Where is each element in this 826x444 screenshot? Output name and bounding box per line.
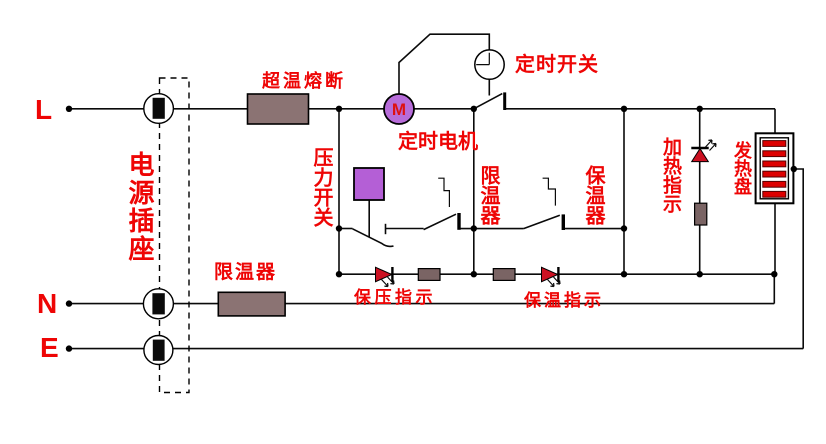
timer-switch-contact-bar bbox=[503, 92, 507, 110]
pressure-actuator bbox=[353, 167, 385, 201]
pressure-led-triangle bbox=[375, 266, 394, 283]
timer-linkage bbox=[398, 33, 491, 95]
live-pin-contact bbox=[152, 97, 165, 119]
temp-limiter-switch-label: 限温器 bbox=[477, 165, 499, 225]
heating-led-triangle bbox=[690, 147, 710, 163]
overtemp-fuse-body bbox=[246, 93, 310, 125]
terminal-neutral-label: N bbox=[37, 288, 58, 319]
warm-hold-indicator-label: 保温指示 bbox=[524, 291, 604, 310]
power-socket-label: 电源插座 bbox=[125, 151, 155, 263]
keeper-switch-blade bbox=[523, 214, 561, 230]
pressure-led-resistor bbox=[417, 268, 441, 282]
limiter-switch-contact-bar bbox=[457, 213, 461, 230]
warm-led-resistor bbox=[492, 268, 516, 282]
pressure-switch-label: 压力开关 bbox=[310, 147, 332, 227]
heating-plate-inner bbox=[759, 137, 790, 200]
heating-indicator-label: 加热指示 bbox=[660, 137, 681, 213]
heater-case-earth-link bbox=[793, 168, 804, 349]
temp-limiter-resistor-label: 限温器 bbox=[214, 262, 278, 283]
warm-keeper-switch-label: 保温器 bbox=[582, 165, 604, 225]
keeper-switch-contact-bar bbox=[561, 214, 565, 230]
warm-led-emission-arrows bbox=[547, 276, 561, 288]
heating-led-emission-arrows bbox=[705, 139, 717, 151]
heating-plate-label: 发热盘 bbox=[732, 141, 752, 195]
pressure-hold-indicator-label: 保压指示 bbox=[354, 288, 436, 307]
pressure-switch-blade bbox=[352, 228, 394, 248]
heating-led-resistor bbox=[693, 202, 708, 226]
limiter-switch-blade bbox=[423, 213, 457, 231]
timer-motor-circle bbox=[383, 93, 415, 125]
pressure-led-emission-arrows bbox=[381, 276, 395, 288]
timer-switch-label: 定时开关 bbox=[515, 54, 599, 76]
timer-motor-label: 定时电机 bbox=[398, 131, 478, 153]
terminal-earth-label: E bbox=[40, 332, 59, 363]
keeper-thermostat-hook bbox=[542, 177, 556, 206]
timer-switch-blade bbox=[473, 92, 503, 110]
terminal-live-label: L bbox=[35, 94, 53, 125]
warm-led-triangle bbox=[541, 266, 560, 283]
limiter-thermostat-hook bbox=[438, 177, 450, 207]
power-socket-outline bbox=[158, 77, 190, 394]
earth-pin-contact bbox=[152, 339, 165, 361]
timer-clock-hands bbox=[476, 52, 490, 66]
motor-m-label: M bbox=[391, 99, 407, 119]
junction-dots bbox=[65, 105, 797, 352]
heating-plate-elements bbox=[762, 140, 787, 198]
overtemp-fuse-label: 超温熔断 bbox=[262, 71, 346, 91]
neutral-pin-contact bbox=[152, 293, 165, 315]
temp-limiter-resistor-body bbox=[217, 291, 286, 317]
